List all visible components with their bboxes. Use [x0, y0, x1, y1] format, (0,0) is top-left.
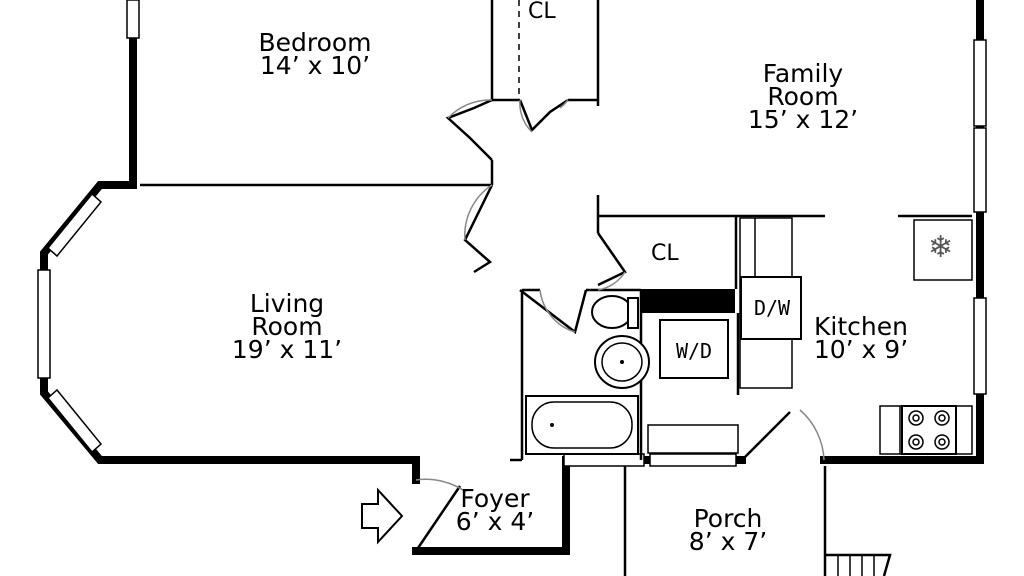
porch-steps: [826, 553, 892, 576]
living-room-name-1: Living: [249, 289, 325, 318]
bathroom-fixtures: [525, 295, 650, 455]
kitchen-label: Kitchen 10’ x 9’: [800, 312, 922, 364]
arrow-right-icon: [361, 487, 404, 545]
dishwasher-label: D/W: [753, 296, 791, 320]
doors: [414, 98, 825, 552]
foyer-size: 6’ x 4’: [455, 507, 535, 536]
porch-label: Porch 8’ x 7’: [672, 504, 784, 556]
bedroom-name: Bedroom: [258, 28, 372, 57]
appliance-boxes: [659, 276, 802, 379]
washer-dryer-label: W/D: [675, 339, 713, 363]
bedroom-label: Bedroom 14’ x 10’: [240, 28, 390, 80]
family-room-name-1: Family: [762, 59, 844, 88]
windows: [37, 0, 987, 467]
bedroom-size: 14’ x 10’: [259, 51, 371, 80]
closet-top-label: CL: [528, 0, 556, 24]
foyer-label: Foyer 6’ x 4’: [440, 484, 550, 536]
living-room-label: Living Room 19’ x 11’: [212, 289, 362, 364]
stove-icon: [901, 405, 957, 455]
family-room-label: Family Room 15’ x 12’: [728, 59, 878, 134]
family-room-size: 15’ x 12’: [747, 105, 859, 134]
living-room-size: 19’ x 11’: [231, 335, 343, 364]
closet-middle-label: CL: [651, 241, 679, 266]
kitchen-size: 10’ x 9’: [813, 335, 909, 364]
snowflake-icon: ❄: [928, 230, 954, 265]
living-room-name-2: Room: [251, 312, 323, 341]
foyer-name: Foyer: [460, 484, 530, 513]
porch-size: 8’ x 7’: [688, 527, 768, 556]
family-room-name-2: Room: [767, 82, 839, 111]
kitchen-name: Kitchen: [814, 312, 908, 341]
porch-name: Porch: [693, 504, 763, 533]
